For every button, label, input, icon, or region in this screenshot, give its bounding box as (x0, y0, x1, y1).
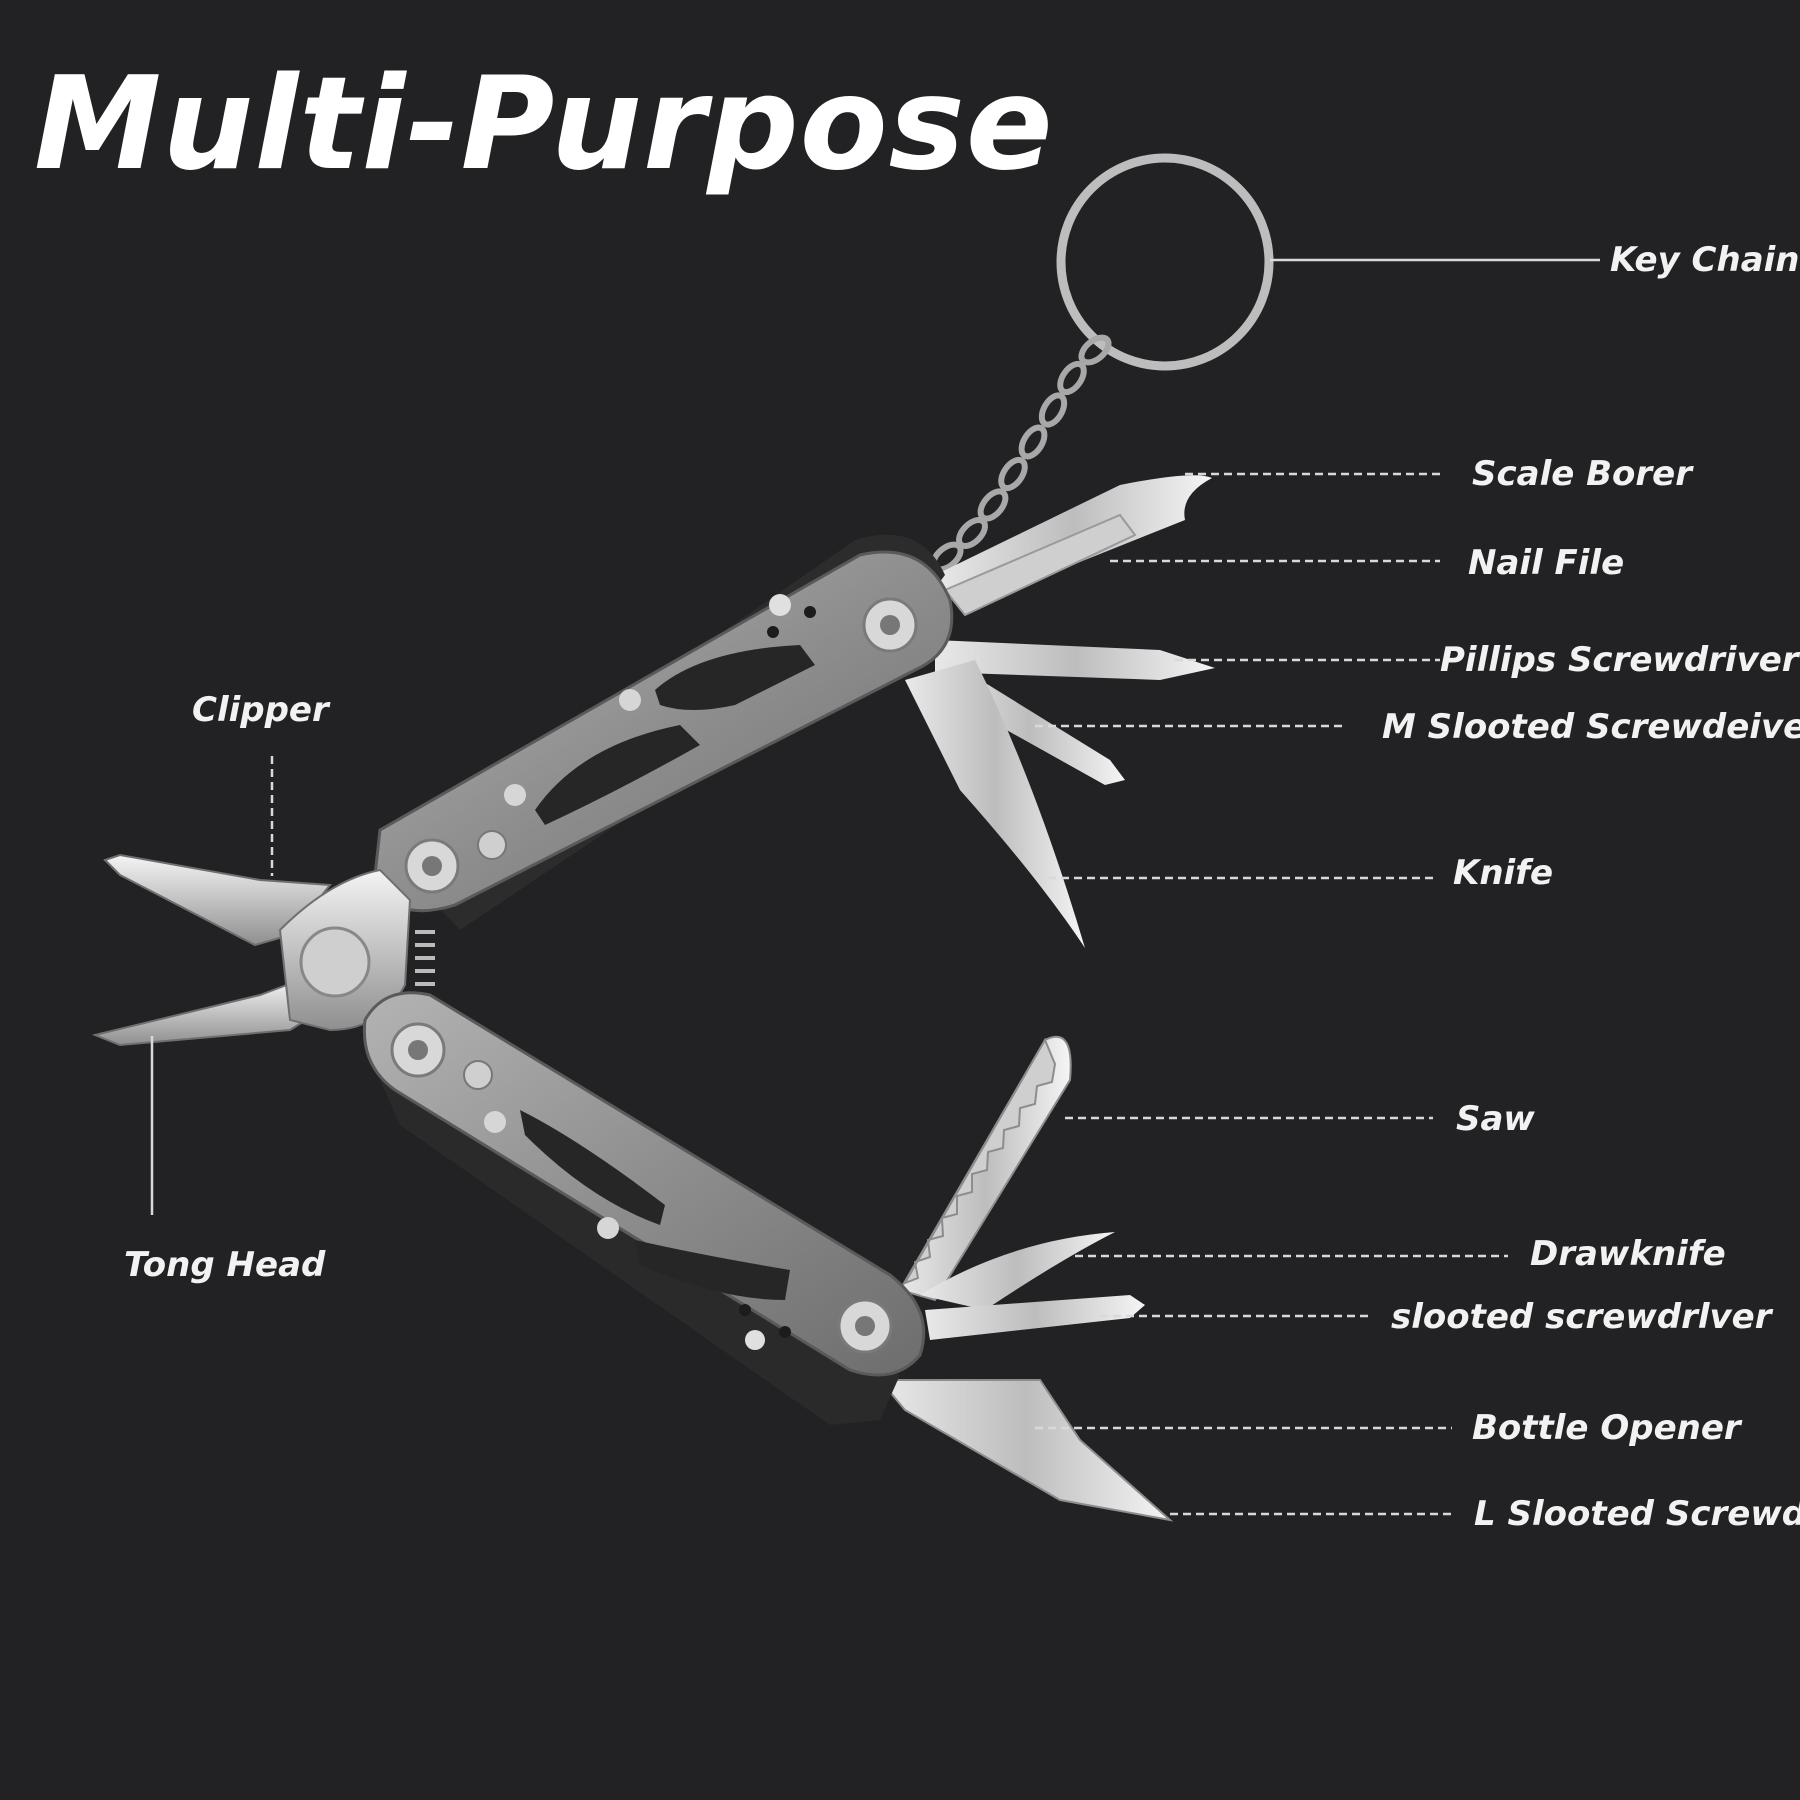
upper-handle-cutout-2 (535, 725, 700, 825)
key-ring (1056, 153, 1274, 371)
label-clipper: Clipper (192, 690, 329, 730)
lower-handle-cutout-2 (635, 1240, 790, 1300)
page-title: Multi-Purpose (34, 50, 1054, 199)
nail-file-blade (943, 513, 1137, 617)
callout-lines (150, 258, 1600, 1516)
label-slooted-screwdrlver: slooted screwdrlver (1391, 1297, 1772, 1337)
label-drawknife: Drawknife (1530, 1234, 1726, 1274)
label-key-chain: Key Chain (1610, 240, 1800, 280)
saw-teeth (902, 1037, 1057, 1285)
label-bottle-opener: Bottle Opener (1472, 1408, 1741, 1448)
knife-blade (905, 660, 1085, 948)
plier-pivot (299, 926, 371, 998)
label-saw: Saw (1456, 1099, 1535, 1139)
label-m-slooted-screwdeiver: M Slooted Screwdeiver (1382, 707, 1800, 747)
key-chain-links (930, 334, 1112, 573)
label-nail-file: Nail File (1468, 543, 1625, 583)
drawknife-blade (920, 1232, 1115, 1310)
lower-handle-cutout-1 (520, 1110, 665, 1225)
label-tong-head: Tong Head (124, 1245, 326, 1285)
label-knife: Knife (1453, 853, 1554, 893)
bottle-opener-blade (877, 1379, 1174, 1522)
label-l-slooted-screwdr: L Slooted Screwdr (1474, 1494, 1800, 1534)
pillips-screwdriver-blade (935, 640, 1215, 680)
label-pillips-screwdriver: Pillips Screwdriver (1440, 640, 1799, 680)
plier-spring (415, 930, 435, 986)
upper-handle-cutout-1 (655, 645, 815, 710)
slooted-screwdriver-blade (925, 1295, 1145, 1340)
label-scale-borer: Scale Borer (1472, 454, 1693, 494)
